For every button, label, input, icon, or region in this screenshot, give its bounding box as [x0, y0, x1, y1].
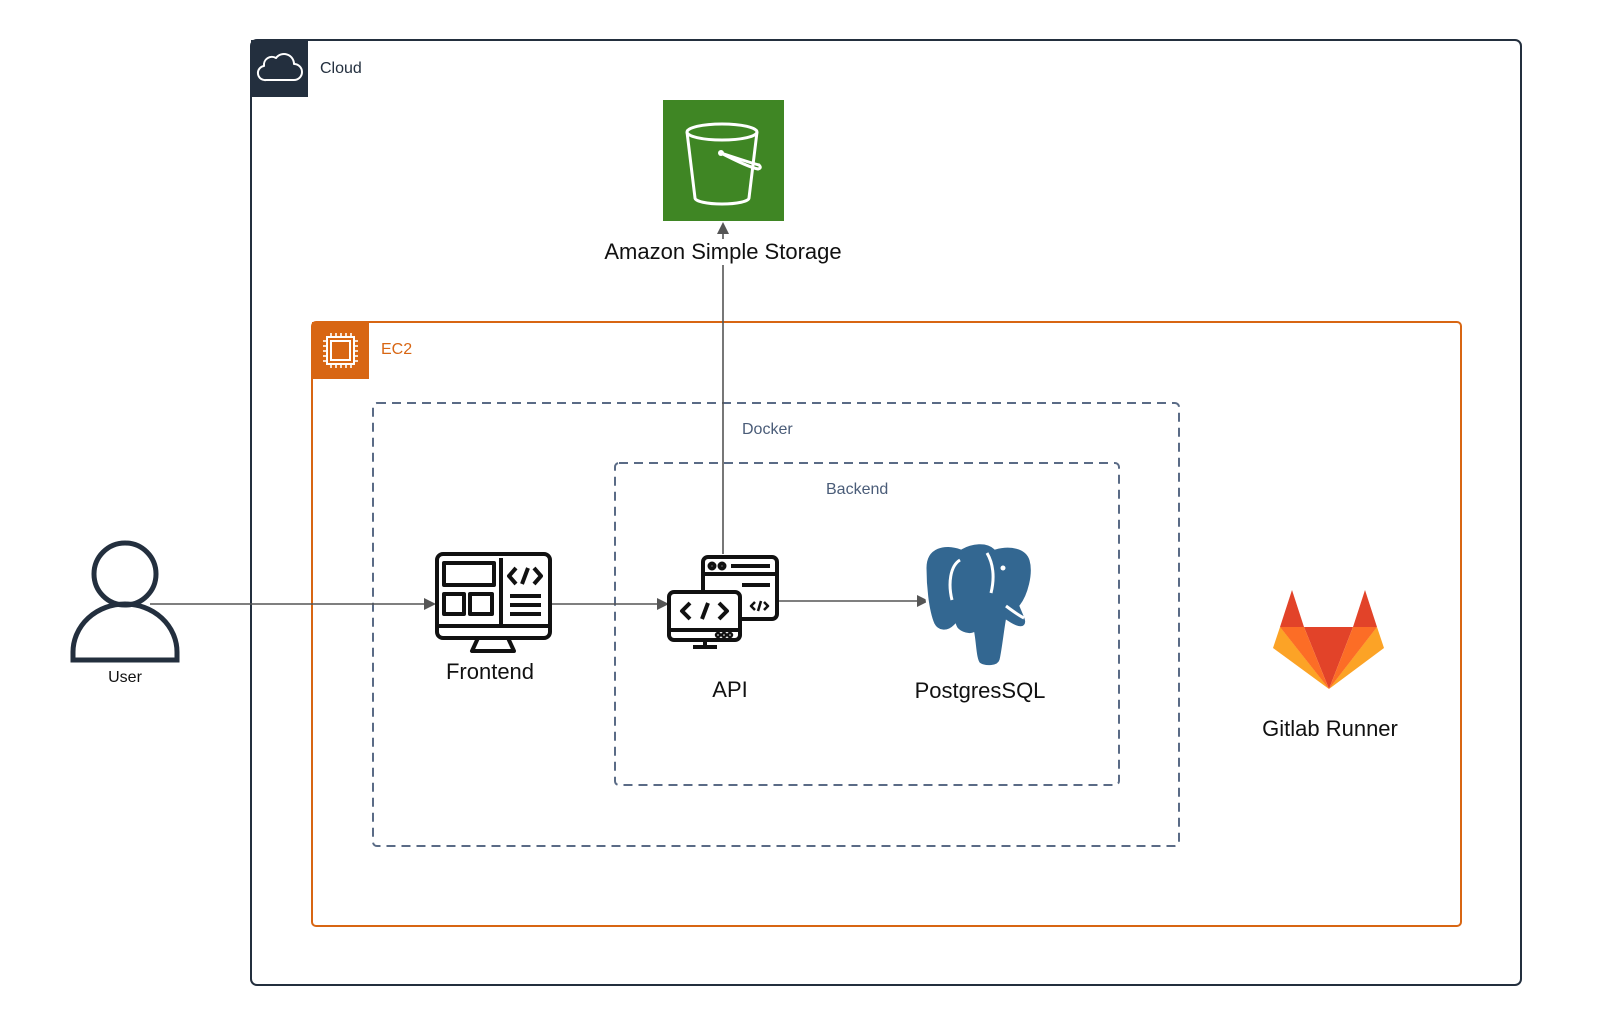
docker-group-label: Docker — [742, 421, 793, 438]
monitor-code-icon — [435, 552, 552, 653]
backend-boundary — [614, 462, 1120, 786]
elephant-icon — [923, 541, 1034, 669]
cloud-boundary — [250, 39, 1522, 986]
bucket-icon — [663, 100, 784, 221]
user-label: User — [108, 669, 142, 686]
postgres-label: PostgresSQL — [914, 678, 1046, 703]
ec2-boundary — [311, 321, 1462, 927]
ec2-group-label: EC2 — [381, 341, 413, 358]
cloud-group-label: Cloud — [320, 60, 362, 77]
ec2-header-badge — [312, 322, 369, 379]
gitlab-label: Gitlab Runner — [1262, 716, 1398, 741]
cloud-icon — [256, 53, 303, 82]
gitlab-fox-icon — [1273, 590, 1384, 689]
api-code-icon — [667, 555, 779, 649]
s3-label: Amazon Simple Storage — [573, 239, 873, 265]
api-label: API — [712, 677, 748, 702]
docker-boundary — [372, 402, 1180, 847]
user-icon — [70, 540, 180, 663]
frontend-label: Frontend — [445, 659, 535, 684]
chip-icon — [323, 333, 358, 368]
backend-group-label: Backend — [826, 481, 889, 498]
